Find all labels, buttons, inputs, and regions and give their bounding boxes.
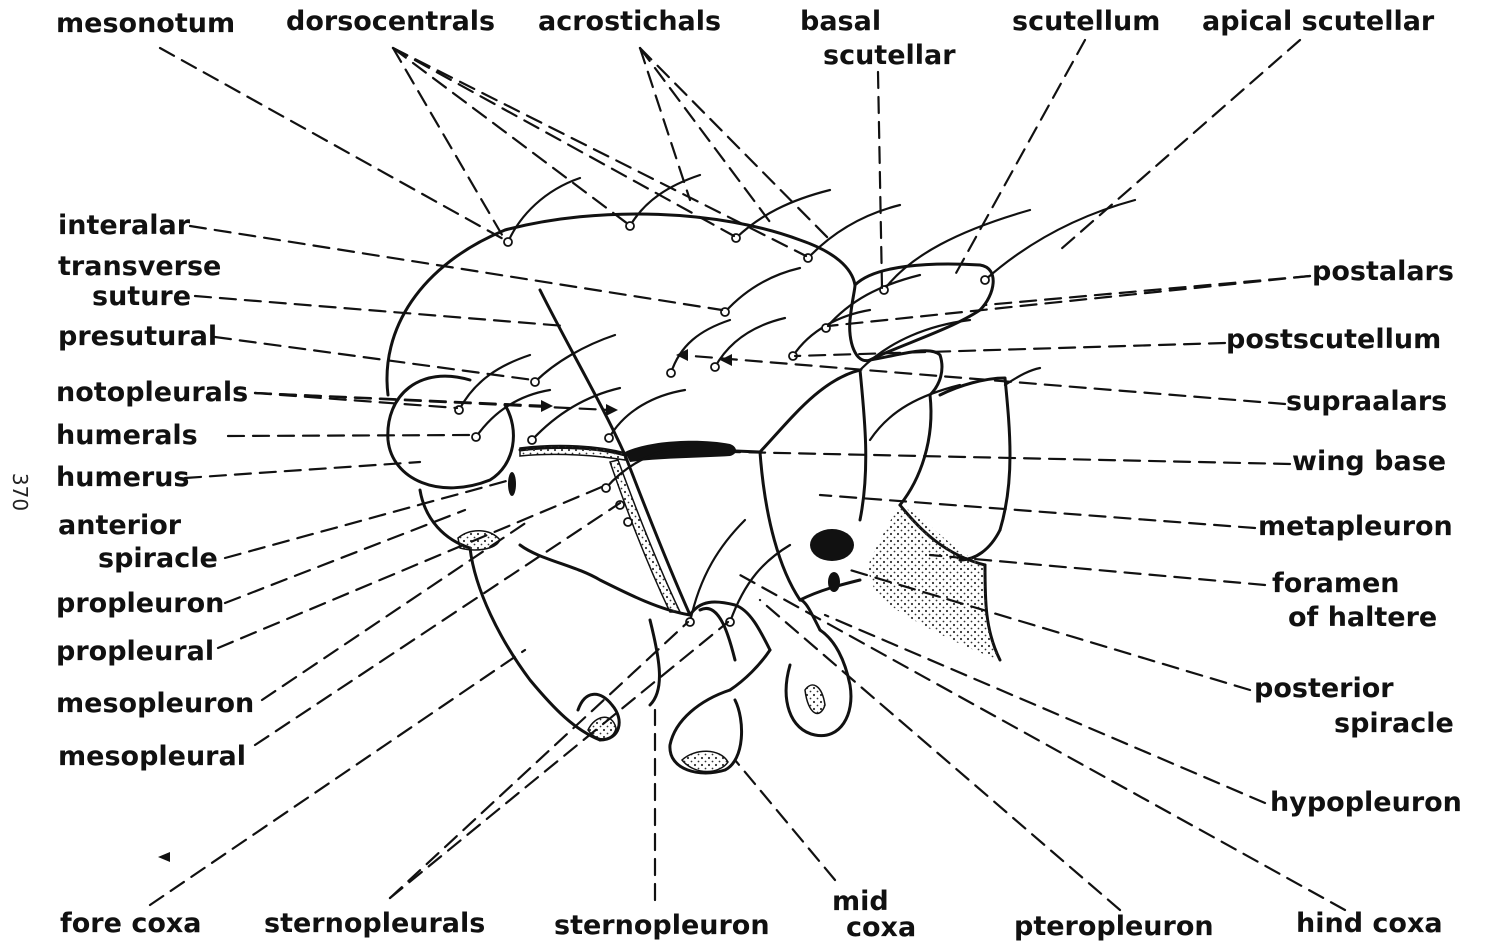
label-presutural: presutural	[58, 321, 217, 353]
label-notopleurals: notopleurals	[56, 377, 248, 409]
label-hypopleuron: hypopleuron	[1270, 787, 1462, 819]
label-fore-coxa: fore coxa	[60, 908, 202, 940]
bristles	[459, 175, 1135, 622]
label-sternopleurals: sternopleurals	[264, 908, 485, 940]
label-acrostichals: acrostichals	[538, 6, 721, 38]
label-hind-coxa: hind coxa	[1296, 908, 1443, 940]
label-propleural: propleural	[56, 636, 214, 668]
label-mesopleuron: mesopleuron	[56, 688, 254, 720]
label-sternopleuron: sternopleuron	[554, 910, 770, 942]
label-mesonotum: mesonotum	[56, 8, 235, 40]
label-anterior-spiracle-line2: spiracle	[98, 543, 218, 575]
label-wing-base: wing base	[1292, 446, 1446, 478]
label-humerals: humerals	[56, 420, 198, 452]
label-scutellum: scutellum	[1012, 6, 1160, 38]
label-dorsocentrals: dorsocentrals	[286, 6, 495, 38]
label-metapleuron: metapleuron	[1258, 511, 1453, 543]
stippled-regions	[458, 446, 1000, 772]
label-supraalars: supraalars	[1286, 386, 1447, 418]
label-apical-scutellar: apical scutellar	[1202, 6, 1434, 38]
label-interalar: interalar	[58, 210, 190, 242]
label-postalars: postalars	[1312, 256, 1454, 288]
label-mesopleural: mesopleural	[58, 741, 246, 773]
label-pteropleuron: pteropleuron	[1014, 911, 1214, 943]
label-humerus: humerus	[56, 462, 190, 494]
label-foramen-line2: of haltere	[1288, 602, 1437, 634]
label-mid-coxa-line2: coxa	[846, 912, 916, 944]
label-basal-scutellar-line1: basal	[800, 6, 881, 38]
thorax-outline	[387, 214, 1010, 773]
black-features	[508, 441, 854, 592]
arrowheads	[158, 349, 732, 862]
label-transverse-suture-line2: suture	[92, 281, 191, 313]
label-propleuron: propleuron	[56, 588, 224, 620]
label-anterior-spiracle-line1: anterior	[58, 510, 181, 542]
label-transverse-suture-line1: transverse	[58, 251, 221, 283]
label-foramen-line1: foramen	[1272, 568, 1400, 600]
label-posterior-spiracle-line1: posterior	[1254, 673, 1394, 705]
label-postscutellum: postscutellum	[1226, 324, 1441, 356]
label-basal-scutellar-line2: scutellar	[823, 40, 956, 72]
leader-lines	[150, 40, 1345, 910]
label-posterior-spiracle-line2: spiracle	[1334, 708, 1454, 740]
